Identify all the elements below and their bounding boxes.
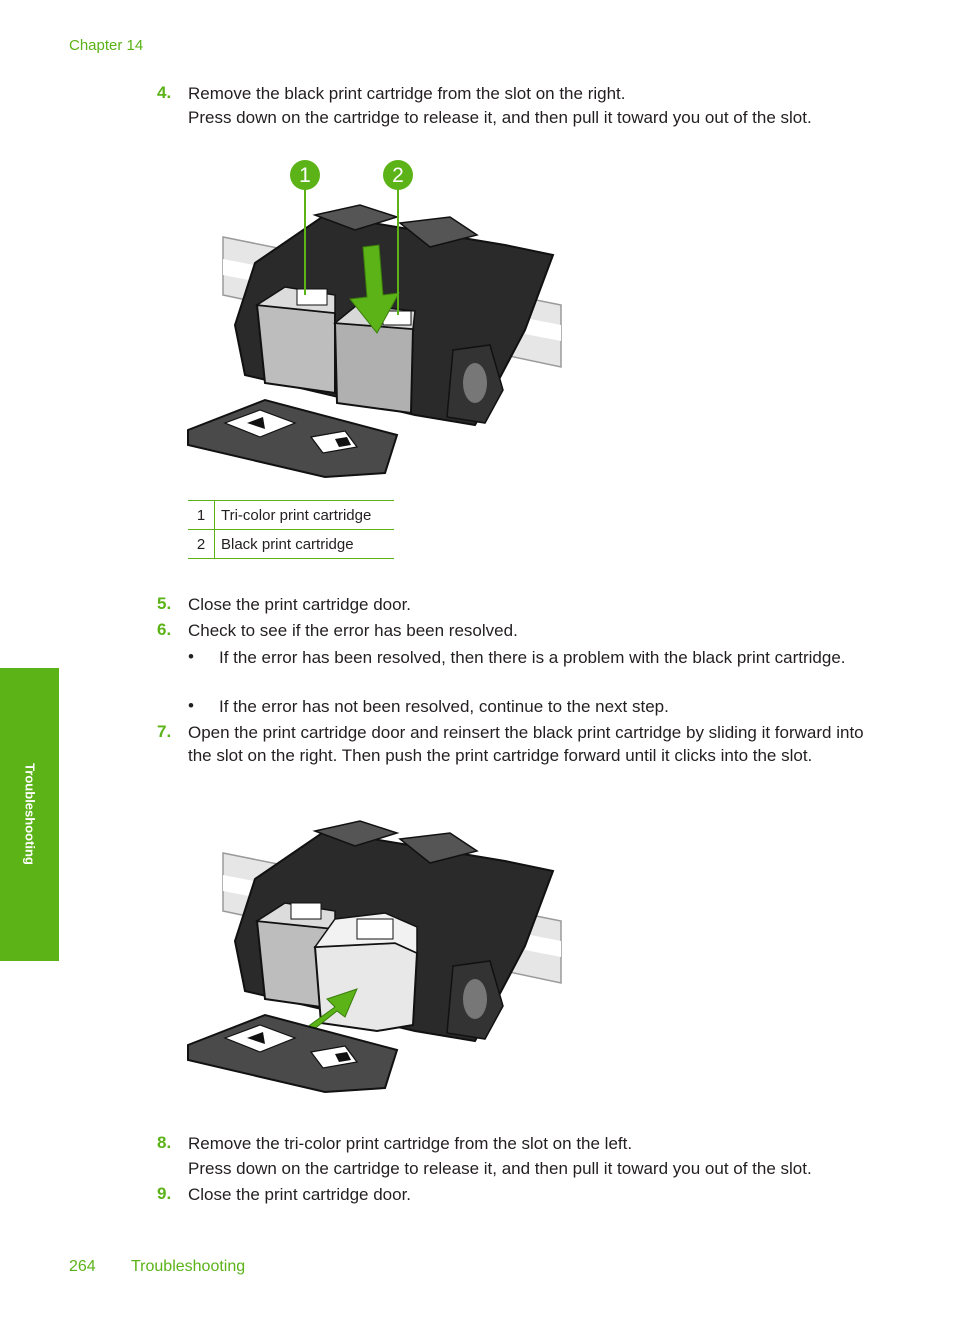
bullet-text: If the error has not been resolved, cont… [219, 697, 669, 716]
chapter-header: Chapter 14 [69, 37, 144, 54]
callout-legend-table: 1 Tri-color print cartridge 2 Black prin… [188, 500, 394, 559]
step-5-text: Close the print cartridge door. [188, 595, 412, 614]
step-8-text: Remove the tri-color print cartridge fro… [188, 1134, 633, 1153]
step-4-subtext: Press down on the cartridge to release i… [188, 108, 812, 127]
svg-text:2: 2 [392, 164, 404, 187]
step-4-number: 4. [157, 83, 172, 102]
side-tab-label: Troubleshooting [22, 763, 38, 865]
bullet-text: If the error has been resolved, then the… [219, 648, 846, 667]
bullet-marker: • [188, 696, 194, 715]
step-7-text: Open the print cartridge door and reinse… [188, 723, 864, 765]
legend-label: Tri-color print cartridge [214, 500, 394, 530]
step-6-number: 6. [157, 620, 172, 639]
callout-1: 1 [290, 160, 320, 190]
step-5-number: 5. [157, 594, 172, 613]
callout-2: 2 [383, 160, 413, 190]
step-7-number: 7. [157, 722, 172, 741]
step-8-number: 8. [157, 1133, 172, 1152]
legend-number: 1 [188, 500, 215, 530]
table-row: 2 Black print cartridge [188, 529, 394, 559]
step-6-text: Check to see if the error has been resol… [188, 621, 518, 640]
side-tab: Troubleshooting [0, 668, 59, 961]
legend-label: Black print cartridge [214, 529, 394, 559]
table-row: 1 Tri-color print cartridge [188, 500, 394, 530]
step-8-subtext: Press down on the cartridge to release i… [188, 1159, 812, 1178]
figure-remove-black-cartridge: 1 2 [187, 160, 562, 479]
step-4-text: Remove the black print cartridge from th… [188, 84, 626, 103]
step-9-text: Close the print cartridge door. [188, 1185, 412, 1204]
svg-text:1: 1 [299, 164, 311, 187]
figure-reinsert-black-cartridge [187, 820, 562, 1094]
legend-number: 2 [188, 529, 215, 559]
step-9-number: 9. [157, 1184, 172, 1203]
bullet-marker: • [188, 647, 194, 666]
page-number: 264 [69, 1258, 96, 1275]
footer-section: Troubleshooting [131, 1258, 246, 1275]
